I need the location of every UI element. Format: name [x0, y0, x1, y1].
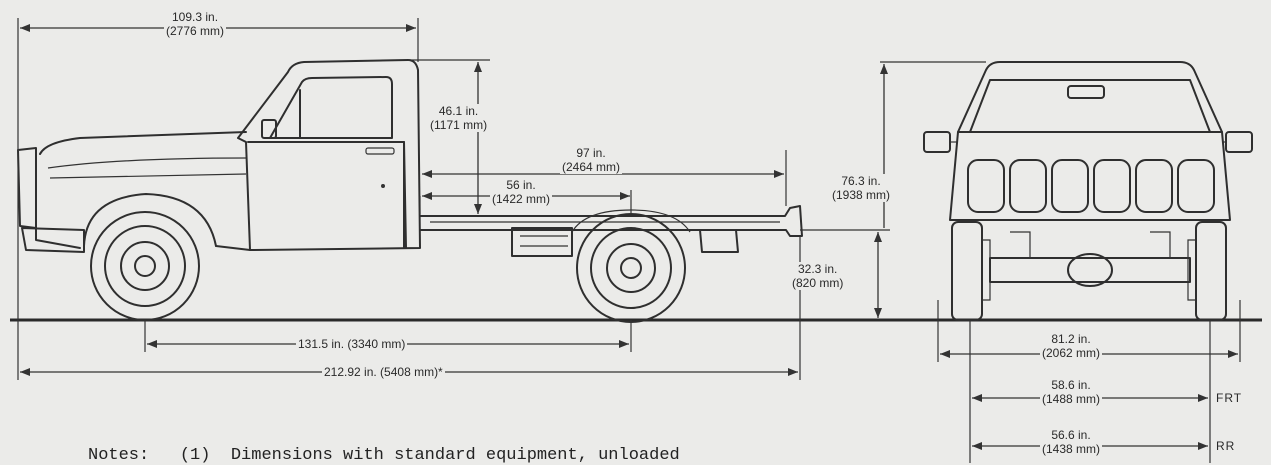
dim-label-mm: (820 mm): [792, 276, 844, 290]
dim-label-inches: 32.3 in.: [797, 262, 838, 276]
side-view-truck: [17, 59, 803, 323]
dim-label-76-3: 76.3 in. (1938 mm): [830, 174, 893, 202]
dim-label-mm: (1488 mm): [1042, 392, 1101, 406]
notes-text: Dimensions with standard equipment, unlo…: [230, 446, 680, 465]
dim-label-text: 212.92 in. (5408 mm)*: [324, 365, 443, 379]
front-view-truck: [923, 61, 1253, 321]
dim-label-109-3: 109.3 in. (2776 mm): [164, 10, 227, 38]
dim-label-inches: 58.6 in.: [1051, 378, 1091, 392]
dim-label-mm: (2464 mm): [562, 160, 621, 174]
dimension-lines: [17, 18, 1241, 463]
dim-label-mm: (2776 mm): [166, 24, 225, 38]
dim-label-mm: (1938 mm): [832, 188, 891, 202]
dim-label-overall-length: 212.92 in. (5408 mm)*: [322, 365, 445, 379]
dim-label-inches: 81.2 in.: [1051, 332, 1091, 346]
dim-label-text: 131.5 in. (3340 mm): [298, 337, 406, 351]
dim-label-mm: (1422 mm): [492, 192, 551, 206]
notes-line: Notes: (1) Dimensions with standard equi…: [88, 447, 680, 465]
front-track-tag: FRT: [1216, 391, 1243, 405]
dim-label-mm: (2062 mm): [1042, 346, 1101, 360]
dim-label-inches: 109.3 in.: [171, 10, 219, 24]
dim-label-58-6: 58.6 in. (1488 mm): [1040, 378, 1103, 406]
rear-track-tag: RR: [1216, 439, 1236, 453]
dim-label-97: 97 in. (2464 mm): [560, 146, 623, 174]
dim-label-46-1: 46.1 in. (1171 mm): [428, 104, 490, 132]
dim-label-81-2: 81.2 in. (2062 mm): [1040, 332, 1103, 360]
notes-label: Notes:: [88, 446, 150, 465]
notes-item-number: (1): [179, 446, 211, 465]
dim-label-inches: 46.1 in.: [438, 104, 479, 118]
dim-label-mm: (1171 mm): [430, 118, 488, 132]
dim-label-wheelbase: 131.5 in. (3340 mm): [296, 337, 408, 351]
dim-label-inches: 76.3 in.: [841, 174, 881, 188]
dim-label-inches: 97 in.: [576, 146, 606, 160]
dim-label-56-6: 56.6 in. (1438 mm): [1040, 428, 1103, 456]
dim-label-inches: 56.6 in.: [1051, 428, 1091, 442]
dim-label-inches: 56 in.: [506, 178, 536, 192]
dim-label-mm: (1438 mm): [1042, 442, 1101, 456]
dim-label-56: 56 in. (1422 mm): [490, 178, 553, 206]
dim-label-32-3: 32.3 in. (820 mm): [790, 262, 846, 290]
